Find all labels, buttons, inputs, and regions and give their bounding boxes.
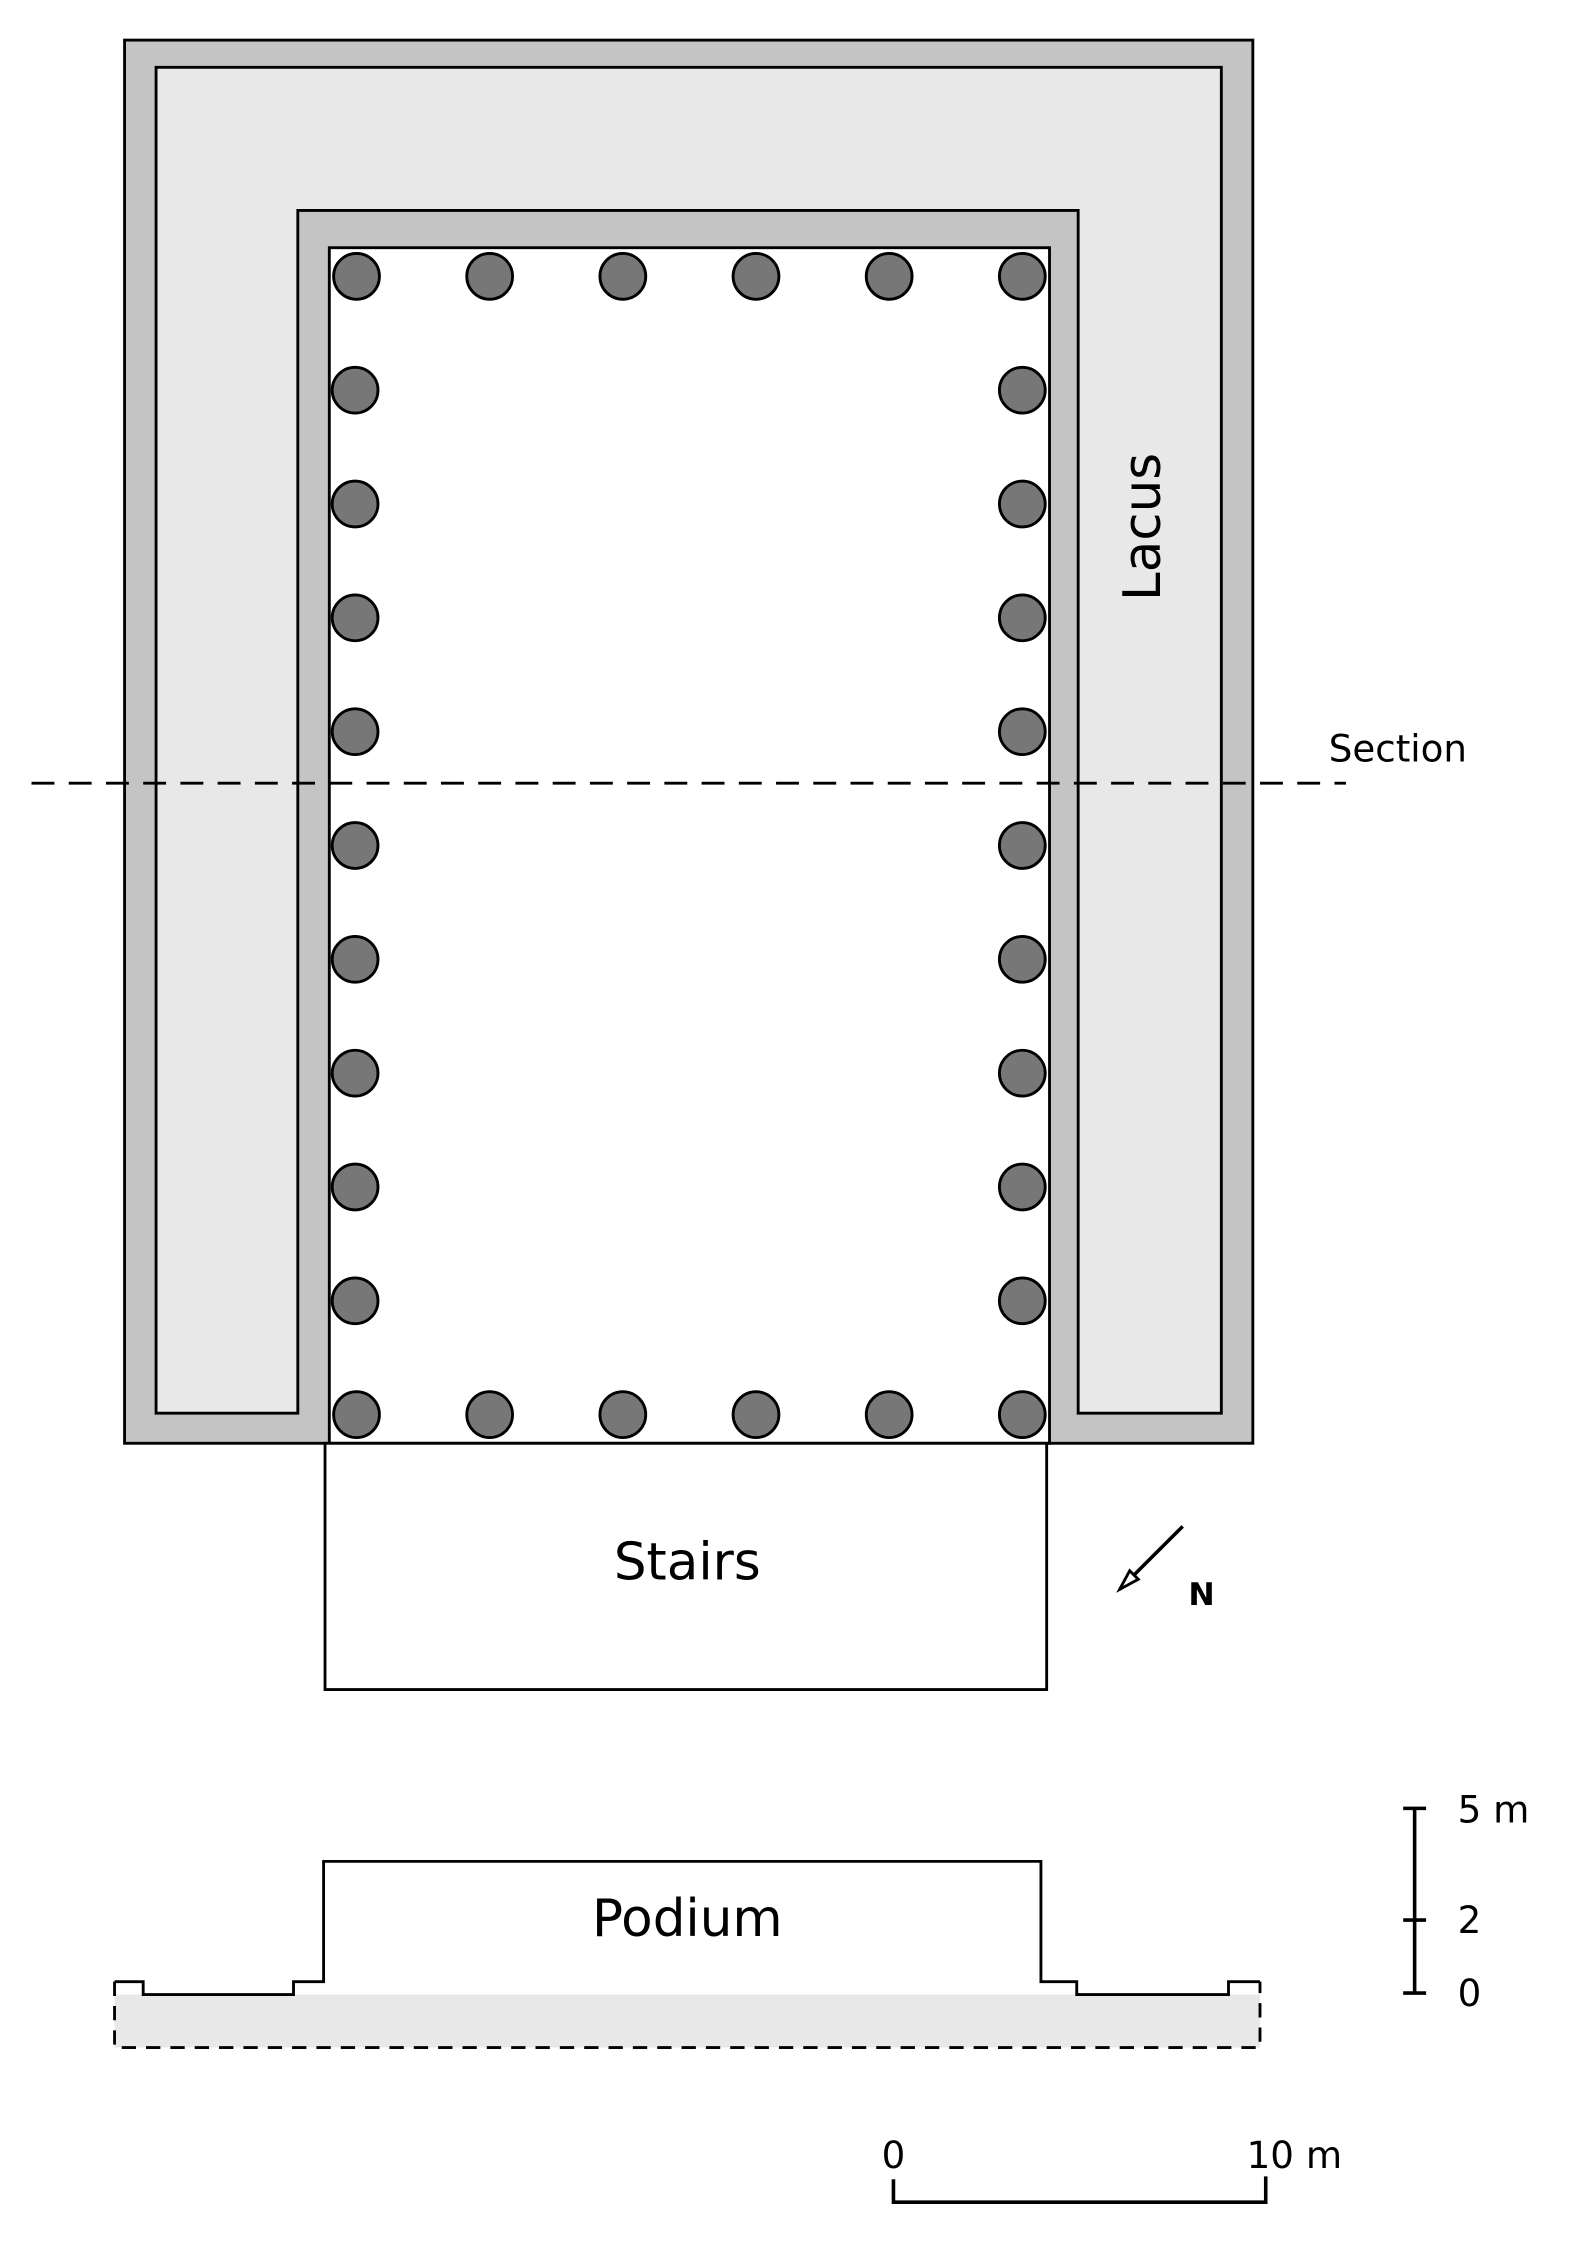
column	[330, 707, 380, 757]
length-scale-bar	[891, 2176, 1268, 2204]
column	[598, 252, 648, 301]
columns	[330, 252, 1047, 1439]
column	[731, 1390, 781, 1439]
length-label-10: 10 m	[1247, 2133, 1342, 2177]
height-label-2: 2	[1458, 1898, 1482, 1942]
column	[330, 934, 380, 984]
height-label-0: 0	[1458, 1971, 1482, 2015]
column	[997, 1276, 1047, 1326]
column	[997, 1048, 1047, 1098]
section-profile: Podium	[113, 1859, 1262, 2049]
column	[598, 1390, 648, 1439]
column	[864, 252, 914, 301]
column	[330, 1162, 380, 1212]
plan: Section Lacus Stairs	[31, 38, 1467, 1691]
column	[997, 1390, 1047, 1439]
north-arrowhead-icon	[1116, 1568, 1141, 1593]
lacus-label: Lacus	[1113, 453, 1173, 601]
ground-fill	[114, 1994, 1261, 2048]
section-label: Section	[1329, 727, 1467, 771]
height-label-5: 5 m	[1458, 1788, 1530, 1832]
north-arrow: N	[1116, 1525, 1215, 1613]
podium-profile	[114, 1859, 1260, 1996]
column	[330, 1048, 380, 1098]
column	[997, 593, 1047, 643]
stairs	[323, 1441, 1049, 1691]
column	[465, 252, 515, 301]
column	[330, 593, 380, 643]
temple-platform	[327, 246, 1051, 1445]
column	[330, 821, 380, 870]
stairs-label: Stairs	[614, 1532, 761, 1592]
length-scale: 0 10 m	[882, 2133, 1342, 2204]
column	[330, 1276, 380, 1326]
column	[997, 821, 1047, 870]
column	[997, 365, 1047, 415]
column	[330, 365, 380, 415]
column	[997, 252, 1047, 301]
column	[332, 1390, 381, 1439]
north-label: N	[1188, 1577, 1214, 1613]
column	[731, 252, 781, 301]
column	[332, 252, 381, 301]
podium-label: Podium	[592, 1889, 783, 1949]
length-label-0: 0	[882, 2133, 906, 2177]
ground-dashed-outline	[113, 1981, 1262, 2049]
column	[465, 1390, 515, 1439]
column	[997, 1162, 1047, 1212]
column	[997, 479, 1047, 529]
column	[997, 934, 1047, 984]
lacus-basin	[154, 65, 1223, 1415]
column	[330, 479, 380, 529]
column	[864, 1390, 914, 1439]
height-scale: 5 m 2 0	[1403, 1788, 1529, 2015]
column	[997, 707, 1047, 757]
